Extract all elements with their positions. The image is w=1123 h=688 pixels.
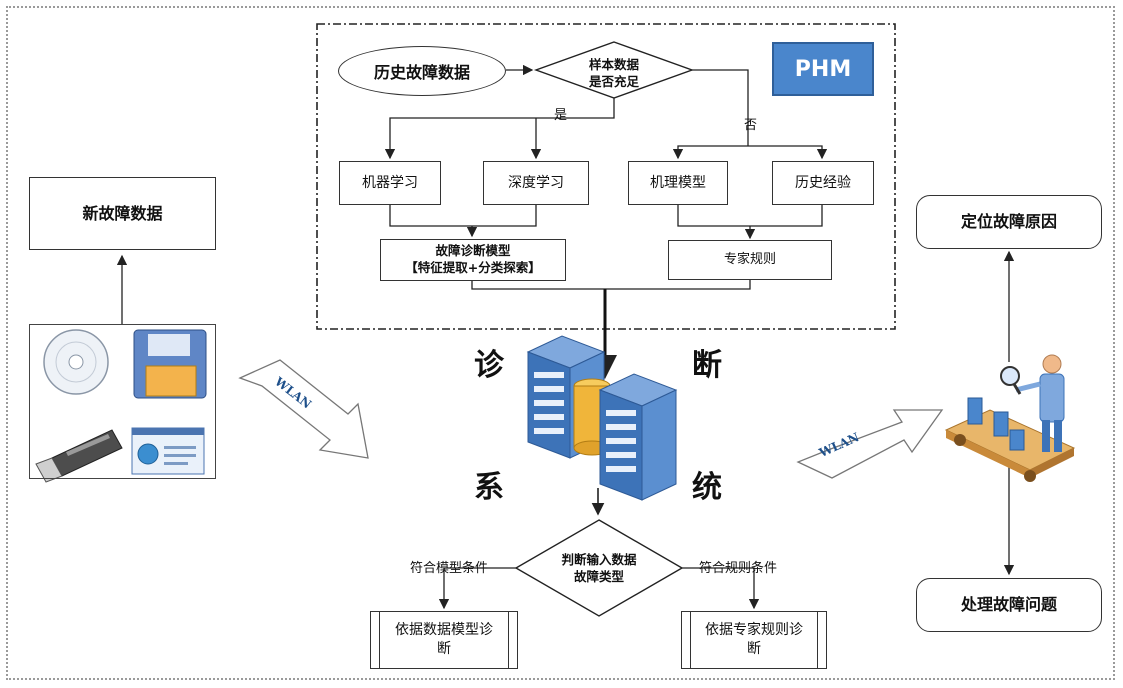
- history-fault-data-node: 历史故障数据: [338, 46, 506, 96]
- model-diag-line-2: 断: [437, 641, 451, 657]
- model-condition-label: 符合模型条件: [410, 561, 489, 576]
- browser-window-icon: [131, 427, 205, 475]
- rule-condition-label: 符合规则条件: [699, 561, 778, 576]
- diag-model-subtitle: 【特征提取+分类探索】: [405, 260, 541, 275]
- wlan-arrow-right: [796, 409, 944, 479]
- expert-diagnosis-process: 依据专家规则诊断: [681, 611, 827, 669]
- expert-rules-box: 专家规则: [668, 240, 832, 280]
- mechanism-model-box: 机理模型: [628, 161, 728, 205]
- handle-fault-issue-box: 处理故障问题: [916, 578, 1102, 632]
- storage-devices-panel: [29, 324, 216, 479]
- floppy-disk-icon: [133, 329, 207, 399]
- expert-diag-line-1: 依据专家规则诊: [705, 622, 803, 639]
- server-icon: [526, 335, 678, 501]
- system-char-2: 断: [692, 348, 722, 383]
- deep-learning-box: 深度学习: [483, 161, 589, 205]
- wlan-arrow-left: [238, 359, 369, 459]
- system-char-3: 系: [474, 470, 504, 505]
- new-fault-data-box: 新故障数据: [29, 177, 216, 250]
- inspection-conveyor-icon: [944, 354, 1076, 482]
- system-char-4: 统: [692, 470, 722, 505]
- outer-dotted-frame: [6, 6, 1115, 680]
- locate-fault-cause-box: 定位故障原因: [916, 195, 1102, 249]
- cd-disc-icon: [43, 329, 109, 395]
- usb-drive-icon: [35, 429, 123, 483]
- historical-experience-box: 历史经验: [772, 161, 874, 205]
- expert-diag-line-2: 断: [747, 641, 761, 657]
- input-decision-line-2: 故障类型: [573, 568, 624, 584]
- system-char-1: 诊: [474, 348, 504, 383]
- machine-learning-box: 机器学习: [339, 161, 441, 205]
- model-diag-line-1: 依据数据模型诊: [395, 622, 493, 639]
- input-decision-line-1: 判断输入数据: [561, 552, 637, 567]
- sample-sufficiency-decision-text: 样本数据 是否充足: [572, 57, 656, 91]
- model-diagnosis-process: 依据数据模型诊断: [370, 611, 518, 669]
- no-label: 否: [744, 118, 758, 133]
- fault-diagnosis-model-box: 故障诊断模型 【特征提取+分类探索】: [380, 239, 566, 281]
- diag-model-title: 故障诊断模型: [435, 243, 511, 259]
- decision-line-1: 样本数据: [588, 57, 639, 72]
- input-type-diamond: [514, 519, 684, 617]
- yes-label: 是: [554, 108, 568, 123]
- decision-line-2: 是否充足: [588, 73, 639, 89]
- input-type-decision-text: 判断输入数据 故障类型: [548, 552, 650, 586]
- phm-badge: PHM: [772, 42, 874, 96]
